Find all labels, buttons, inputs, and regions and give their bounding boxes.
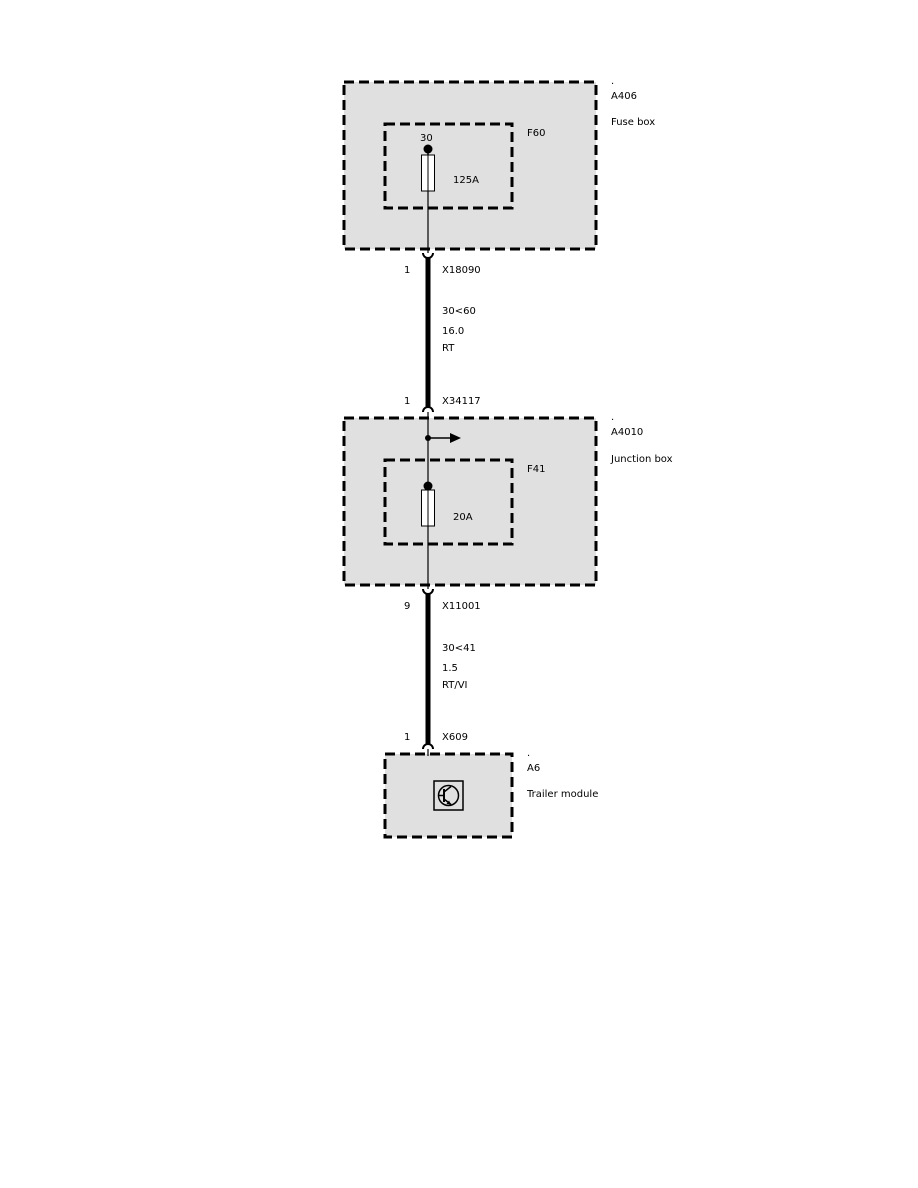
fuse-f41-id: F41 xyxy=(527,464,545,475)
fuse-f60-id: F60 xyxy=(527,128,545,139)
wire-color: RT xyxy=(442,343,455,354)
trailer-module-dot: . xyxy=(527,748,530,759)
fuse-f60-terminal: 30 xyxy=(420,133,433,144)
fuse-box-a406: . A406 Fuse box F60 30 125A xyxy=(342,76,655,253)
fuse-box-name: Fuse box xyxy=(611,117,655,128)
wire-circuit: 30<41 xyxy=(442,643,476,654)
wire-size: 16.0 xyxy=(442,326,464,337)
connector-x18090: 1 X18090 xyxy=(404,252,481,276)
connector-pin: 1 xyxy=(404,396,410,407)
junction-box-dot: . xyxy=(611,412,614,423)
connector-symbol xyxy=(422,406,434,413)
terminal-dot xyxy=(423,481,433,491)
connector-id: X609 xyxy=(442,732,468,743)
connector-symbol xyxy=(422,743,434,750)
connector-x34117: 1 X34117 xyxy=(404,396,481,413)
connector-pin: 1 xyxy=(404,265,410,276)
connector-x609: 1 X609 xyxy=(404,732,468,750)
connector-pin: 9 xyxy=(404,601,410,612)
connector-id: X34117 xyxy=(442,396,481,407)
fuse-box-id: A406 xyxy=(611,91,637,102)
fuse-f41-outline xyxy=(383,458,514,546)
wire-size: 1.5 xyxy=(442,663,458,674)
connector-id: X11001 xyxy=(442,601,481,612)
fuse-f60-outline xyxy=(383,122,514,210)
wire-color: RT/VI xyxy=(442,680,468,691)
connector-x11001: 9 X11001 xyxy=(404,588,481,612)
connector-pin: 1 xyxy=(404,732,410,743)
trailer-module-id: A6 xyxy=(527,763,540,774)
trailer-module-name: Trailer module xyxy=(526,789,598,800)
wire-30-41: 30<41 1.5 RT/VI xyxy=(425,594,476,744)
trailer-module-a6: . A6 Trailer module xyxy=(383,748,598,839)
wire-30-60: 30<60 16.0 RT xyxy=(425,258,476,407)
fuse-f60-rating: 125A xyxy=(453,175,479,186)
transistor-icon xyxy=(433,780,464,811)
connector-symbol xyxy=(422,252,434,259)
fuse-f41-rating: 20A xyxy=(453,512,473,523)
junction-box-id: A4010 xyxy=(611,427,643,438)
branch-arrow-icon xyxy=(450,433,461,443)
fuse-box-dot: . xyxy=(611,76,614,87)
connector-symbol xyxy=(422,588,434,595)
wire-circuit: 30<60 xyxy=(442,306,476,317)
junction-box-name: Junction box xyxy=(610,454,673,465)
junction-box-a4010: . A4010 Junction box F41 20A xyxy=(342,412,673,589)
connector-id: X18090 xyxy=(442,265,481,276)
